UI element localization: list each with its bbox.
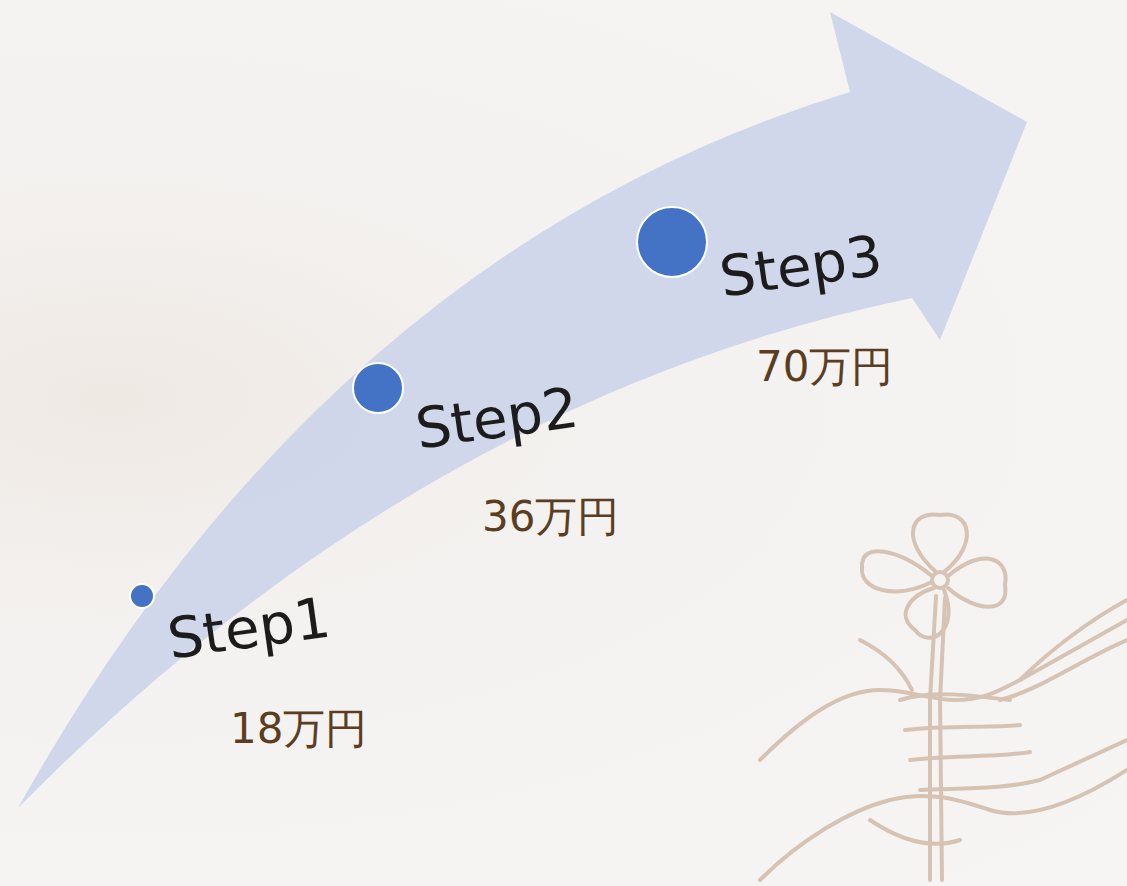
amount-label: 18万円: [230, 708, 367, 750]
step-dot: [130, 584, 154, 608]
hands-flower-drawing: [760, 514, 1127, 880]
step-dot: [637, 207, 707, 277]
amount-label: 70万円: [756, 346, 893, 388]
amount-label: 36万円: [482, 496, 619, 538]
step-dot: [353, 363, 403, 413]
